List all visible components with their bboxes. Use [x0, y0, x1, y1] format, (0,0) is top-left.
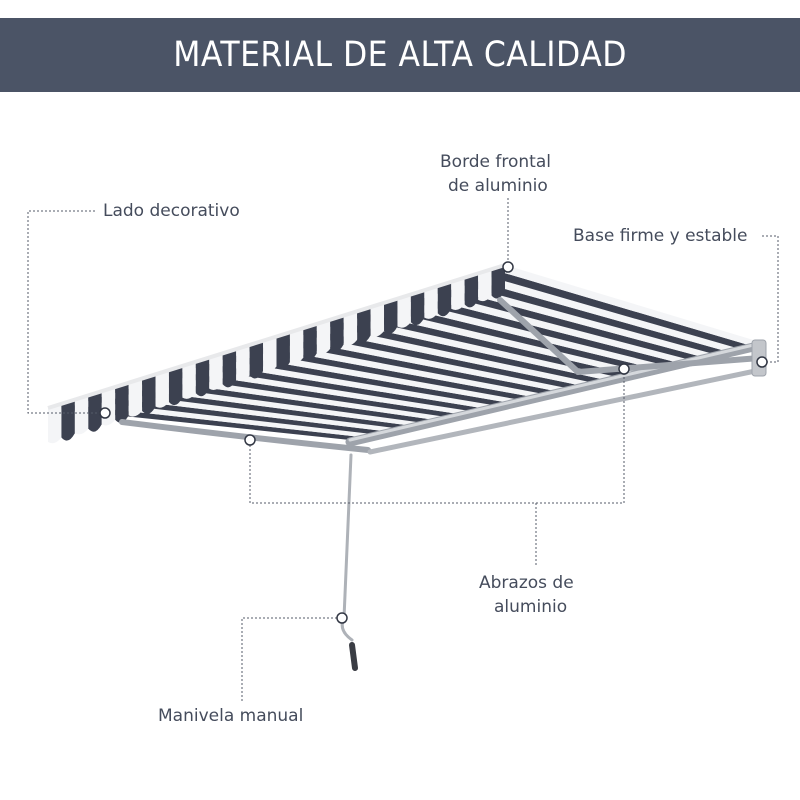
canopy-stripe: [289, 328, 580, 389]
canopy-stripe: [249, 340, 543, 397]
valance-stripe: [195, 357, 210, 397]
valance-stripe: [437, 281, 452, 317]
canopy-stripe: [343, 311, 628, 377]
canopy-stripe: [451, 277, 724, 354]
valance-stripe: [357, 307, 371, 343]
dot-manivela: [336, 612, 348, 624]
valance-stripe: [115, 382, 129, 423]
support-bar: [367, 367, 763, 455]
canopy-stripe: [370, 302, 652, 371]
valance-stripe: [316, 319, 331, 355]
valance-stripe: [142, 374, 156, 414]
valance-stripe: [276, 332, 290, 370]
valance-stripe: [289, 328, 304, 364]
valance-stripe: [263, 336, 277, 373]
callout-lines: [27, 198, 779, 702]
crank-grip: [349, 642, 358, 671]
valance-stripe: [168, 365, 183, 406]
valance-stripe: [491, 265, 505, 299]
valance-stripe: [155, 370, 169, 408]
valance-stripe: [451, 277, 465, 311]
canopy-stripe: [303, 323, 592, 386]
valance-stripe: [61, 399, 75, 441]
valance-stripe: [343, 311, 358, 346]
canopy-stripe: [330, 315, 616, 380]
valance-stripe: [209, 353, 223, 390]
valance-stripe: [222, 349, 237, 388]
valance-stripe: [303, 323, 317, 361]
dot-borde-frontal: [502, 261, 514, 273]
dot-abrazos-left: [244, 434, 256, 446]
valance-stripe: [48, 403, 62, 444]
valance-stripe: [182, 361, 196, 399]
label-borde-frontal-1: Borde frontal: [440, 152, 551, 172]
arm-right-upper: [497, 297, 581, 375]
valance-stripe: [424, 286, 438, 319]
banner-title: MATERIAL DE ALTA CALIDAD: [173, 35, 627, 75]
valance-stripe: [128, 378, 143, 417]
valance-stripe: [249, 340, 264, 379]
valance-stripe: [464, 273, 479, 308]
canopy-stripe: [464, 273, 736, 351]
valance-stripe: [478, 269, 492, 302]
canopy-stripe: [424, 286, 700, 360]
label-borde-frontal-2: de aluminio: [448, 176, 548, 196]
label-abrazos-1: Abrazos de: [479, 573, 574, 593]
awning: [47, 263, 760, 444]
front-aluminium-bar: [47, 263, 506, 410]
roller-bar-highlight: [348, 341, 764, 442]
dot-base-firme: [756, 356, 768, 368]
canopy-stripe: [316, 319, 604, 383]
crank-rod: [342, 453, 353, 620]
label-manivela: Manivela manual: [158, 706, 304, 726]
label-abrazos-2: aluminio: [494, 597, 568, 617]
valance-stripe: [384, 298, 398, 335]
valance-stripe: [410, 290, 425, 326]
valance-stripe: [88, 391, 102, 432]
valance-stripe: [236, 344, 250, 382]
dot-abrazos-right: [618, 363, 630, 375]
canopy-stripe: [437, 281, 712, 357]
label-lado-decorativo: Lado decorativo: [103, 201, 240, 221]
canopy-stripe: [478, 269, 748, 348]
canopy-stripe: [357, 307, 640, 374]
title-banner: MATERIAL DE ALTA CALIDAD: [0, 18, 800, 92]
valance-stripe: [370, 302, 385, 337]
canopy-stripe: [491, 265, 760, 345]
canopy-stripe: [276, 332, 568, 391]
canopy-stripe: [384, 298, 664, 368]
canopy-stripe: [410, 290, 688, 363]
valance-stripe: [397, 294, 411, 328]
valance-stripe: [74, 395, 89, 435]
callout-dots: [99, 261, 768, 624]
valance-stripe: [101, 386, 116, 426]
arm-right-lower: [575, 355, 763, 375]
valance-stripe: [330, 315, 344, 352]
label-base-firme: Base firme y estable: [573, 226, 748, 246]
dot-lado-decorativo: [99, 407, 111, 419]
